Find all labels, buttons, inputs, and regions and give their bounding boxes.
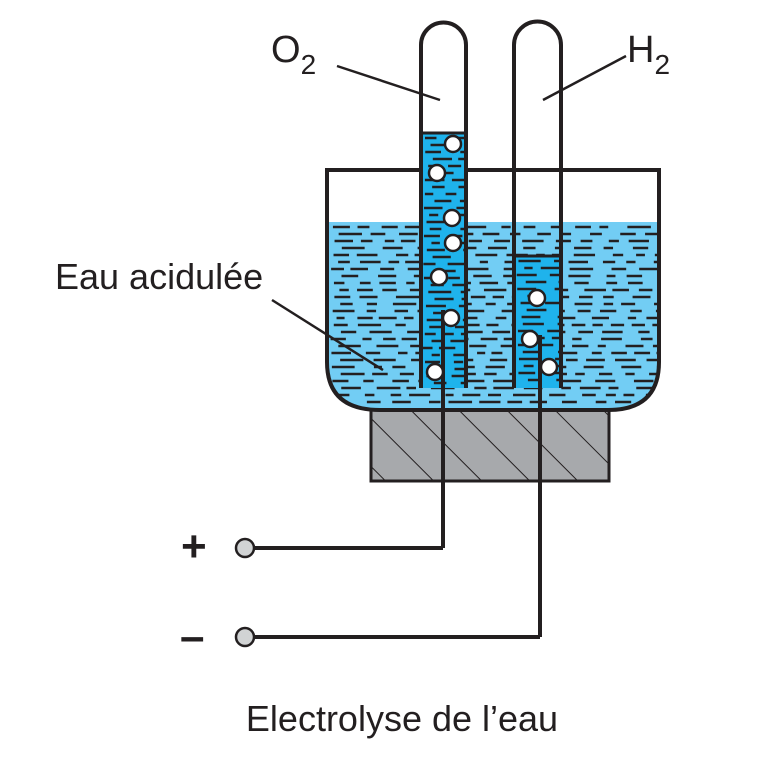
bubble xyxy=(427,163,447,183)
bubble xyxy=(425,362,445,382)
bubble xyxy=(539,357,559,377)
negative-terminal xyxy=(234,626,256,648)
acidulated-water xyxy=(327,222,659,410)
water-label: Eau acidulée xyxy=(55,256,263,297)
stand xyxy=(369,407,611,483)
hydrogen-label: H2 xyxy=(627,29,670,80)
plus-label: + xyxy=(181,522,207,571)
beaker xyxy=(325,168,661,412)
hydrogen-tube xyxy=(512,19,563,388)
leader-lines xyxy=(271,54,627,372)
bubble xyxy=(429,267,449,287)
bubble xyxy=(443,233,463,253)
minus-label: – xyxy=(180,612,204,661)
water-leader xyxy=(271,298,384,372)
bubble xyxy=(527,288,547,308)
oxygen-leader xyxy=(336,64,441,102)
oxygen-bubbles xyxy=(425,134,463,382)
positive-terminal xyxy=(234,537,256,559)
oxygen-label: O2 xyxy=(271,29,316,80)
bubble xyxy=(443,134,463,154)
bubble xyxy=(441,308,461,328)
bubble xyxy=(442,208,462,228)
caption: Electrolyse de l’eau xyxy=(246,698,558,739)
wires xyxy=(254,546,540,639)
hydrogen-bubbles xyxy=(520,288,559,377)
bubble xyxy=(520,329,540,349)
hydrogen-leader xyxy=(542,54,627,102)
